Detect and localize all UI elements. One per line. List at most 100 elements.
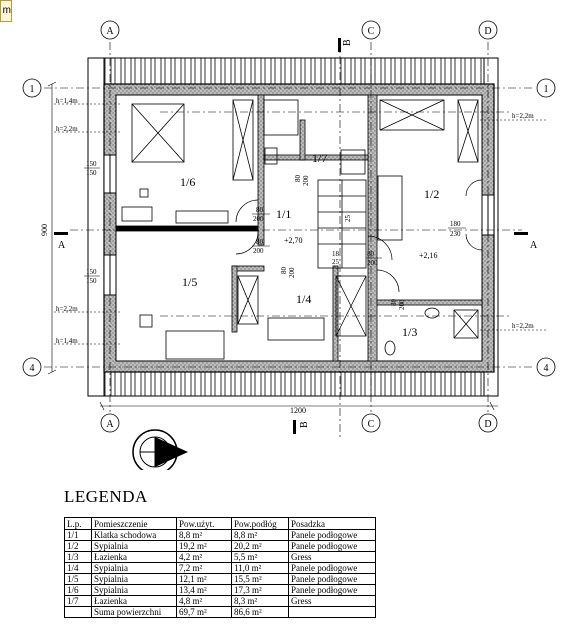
legend-cell: Sypialnia [91, 562, 177, 574]
legend-cell: Gress [288, 595, 376, 607]
svg-text:200: 200 [253, 215, 264, 223]
svg-text:80: 80 [256, 238, 264, 246]
svg-text:A: A [106, 26, 114, 37]
room-1-5: 1/5 [182, 275, 197, 289]
floor-plan: A C D A C D 1 1 4 4 A A B B 1200 900 h=1… [22, 20, 556, 470]
svg-text:200: 200 [398, 299, 406, 310]
svg-text:h=2,2m: h=2,2m [56, 305, 78, 313]
north-compass-icon [132, 429, 188, 470]
height-marks: h=1,4m h=2,2m h=2,2m h=1,4m h=2,2m h=2,2… [56, 97, 534, 345]
axis-4-left: 4 [22, 357, 42, 377]
svg-text:80: 80 [367, 250, 375, 258]
axis-c-bottom: C [361, 413, 381, 433]
axis-c-top: C [361, 20, 381, 40]
legend-cell: Łazienka [91, 595, 177, 607]
svg-text:25: 25 [344, 215, 352, 223]
legend-cell: Sypialnia [91, 540, 177, 552]
dimension-width: 1200 [290, 406, 306, 415]
legend-cell: Panele podłogowe [288, 529, 376, 541]
legend-title: LEGENDA [64, 487, 148, 506]
svg-text:h=2,2m: h=2,2m [512, 112, 534, 120]
legend-header-cell: Pomieszczenie [91, 517, 177, 530]
legend-cell: 1/6 [64, 584, 92, 596]
legend-cell: 1/4 [64, 562, 92, 574]
svg-text:h=2,2m: h=2,2m [56, 125, 78, 133]
room-1-4: 1/4 [296, 292, 311, 306]
svg-text:180: 180 [450, 220, 461, 228]
axis-4-right: 4 [536, 357, 556, 377]
legend-header-row: L.p. Pomieszczenie Pow.użyt. Pow.podłóg … [64, 517, 376, 530]
legend-cell: Suma powierzchni [91, 606, 177, 618]
legend-cell: 7,2 m² [176, 562, 232, 574]
legend-cell: 15,5 m² [231, 573, 289, 585]
svg-text:+2,16: +2,16 [419, 251, 438, 260]
legend-cell: 69,7 m² [176, 606, 232, 618]
svg-text:B: B [342, 39, 353, 46]
svg-text:25: 25 [332, 258, 340, 266]
svg-text:200: 200 [288, 267, 296, 278]
svg-text:h=1,4m: h=1,4m [56, 97, 78, 105]
legend-cell: 1/5 [64, 573, 92, 585]
legend-cell: Panele podłogowe [288, 573, 376, 585]
legend-header-cell: Pow.podłóg [231, 517, 289, 530]
svg-text:80: 80 [294, 175, 302, 183]
legend-cell: 13,4 m² [176, 584, 232, 596]
legend-cell: 8,3 m² [231, 595, 289, 607]
svg-text:h=2,2m: h=2,2m [512, 322, 534, 330]
axis-1-right: 1 [536, 78, 556, 98]
opening-labels: 80 200 80 200 180 230 80 200 150 150 150… [84, 160, 466, 310]
room-labels: 1/6 1/1 1/7 1/2 1/5 1/4 1/3 [180, 151, 439, 339]
svg-text:80: 80 [390, 299, 398, 307]
legend-cell: 17,3 m² [231, 584, 289, 596]
svg-text:A: A [530, 240, 538, 251]
legend-header-cell: Pow.użyt. [176, 517, 232, 530]
svg-text:1: 1 [544, 84, 549, 95]
svg-text:B: B [299, 421, 310, 428]
room-1-6: 1/6 [180, 175, 195, 189]
svg-text:80: 80 [256, 206, 264, 214]
height-lines [54, 103, 548, 345]
svg-text:1: 1 [30, 84, 35, 95]
axis-1-left: 1 [22, 78, 42, 98]
legend-table: L.p. Pomieszczenie Pow.użyt. Pow.podłóg … [64, 517, 376, 618]
svg-text:4: 4 [544, 363, 549, 374]
legend-cell: 12,1 m² [176, 573, 232, 585]
legend-header-cell: L.p. [64, 517, 92, 530]
room-1-3: 1/3 [402, 325, 417, 339]
svg-text:200: 200 [367, 259, 378, 267]
svg-text:150: 150 [86, 268, 97, 276]
legend-cell: 5,5 m² [231, 551, 289, 563]
legend-cell: Panele podłogowe [288, 540, 376, 552]
axis-d-bottom: D [478, 413, 498, 433]
legend-cell: Gress [288, 551, 376, 563]
dimension-height: 900 [40, 224, 49, 236]
svg-text:D: D [484, 419, 491, 430]
legend-cell: 19,2 m² [176, 540, 232, 552]
legend-cell: 8,8 m² [176, 529, 232, 541]
svg-text:230: 230 [450, 230, 461, 238]
legend-cell: 1/7 [64, 595, 92, 607]
legend-cell: Panele podłogowe [288, 562, 376, 574]
svg-text:18: 18 [332, 250, 340, 258]
dimension-lines [47, 81, 498, 411]
svg-text:150: 150 [86, 277, 97, 285]
svg-text:C: C [368, 419, 375, 430]
svg-text:h=1,4m: h=1,4m [56, 337, 78, 345]
legend-cell [64, 606, 92, 618]
legend-cell: 1/2 [64, 540, 92, 552]
svg-text:150: 150 [86, 160, 97, 168]
corner-tag: m [0, 0, 12, 22]
svg-text:200: 200 [253, 247, 264, 255]
axis-bubbles: A C D A C D 1 1 4 4 [22, 20, 556, 433]
room-1-1: 1/1 [276, 207, 291, 221]
legend-cell: Panele podłogowe [288, 584, 376, 596]
door-swings [235, 179, 483, 293]
